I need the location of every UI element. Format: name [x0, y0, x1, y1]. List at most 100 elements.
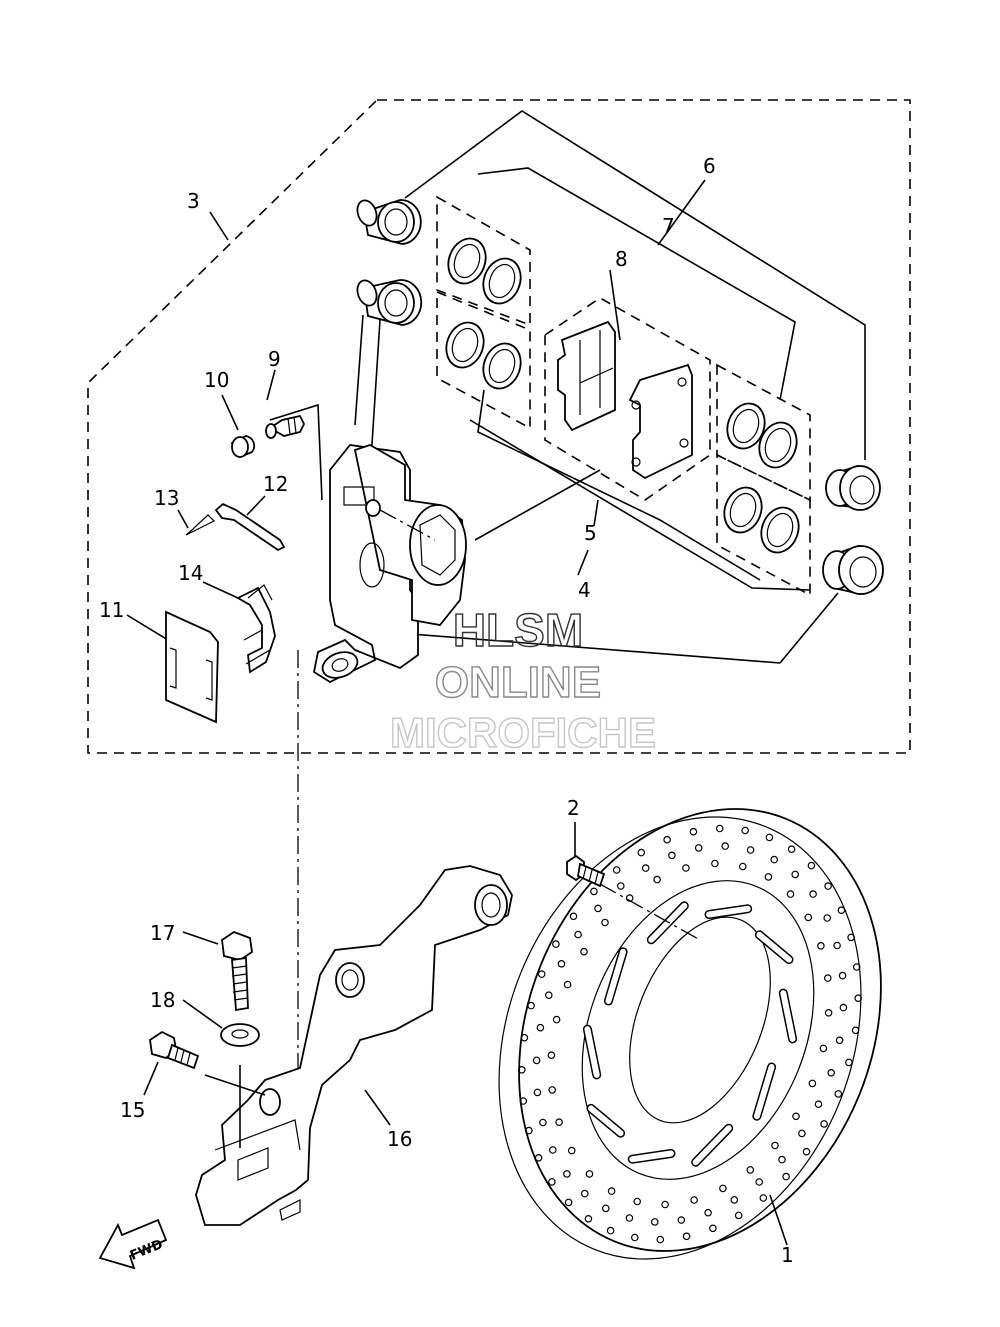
- disc-hole: [823, 974, 832, 982]
- disc-hole: [656, 1235, 665, 1244]
- watermark-line-1: HLSM: [453, 604, 583, 656]
- disc-hole: [834, 1090, 843, 1098]
- disc-hole: [715, 824, 724, 833]
- disc-hole: [802, 1147, 811, 1156]
- disc-hole: [569, 912, 578, 921]
- callout-17: 17: [150, 921, 175, 945]
- bleed-screw: [265, 414, 306, 439]
- callout-16: 16: [387, 1127, 412, 1151]
- disc-hole: [548, 1178, 556, 1186]
- disc-slot: [648, 902, 688, 943]
- callout-6: 6: [703, 154, 716, 178]
- pad-pin: [214, 502, 286, 552]
- disc-hole: [552, 1015, 561, 1024]
- disc-slot: [588, 1105, 624, 1137]
- disc-hole: [719, 1184, 727, 1193]
- pad-spring: [236, 584, 276, 674]
- disc-hole: [668, 851, 676, 860]
- disc-hole: [809, 890, 817, 898]
- disc-hole: [746, 1166, 755, 1174]
- disc-slot: [605, 948, 627, 1004]
- disc-hole: [580, 947, 588, 956]
- disc-hole: [574, 930, 582, 939]
- disc-hole: [519, 1097, 528, 1105]
- disc-hole: [852, 963, 861, 971]
- disc-hole: [833, 941, 841, 950]
- disc-slot: [756, 931, 792, 963]
- disc-hole: [851, 1026, 860, 1035]
- disc-hole: [547, 1051, 556, 1060]
- disc-hole: [539, 1118, 547, 1127]
- disc-hole: [820, 1120, 828, 1128]
- disc-hole: [765, 833, 774, 842]
- disc-hole: [653, 875, 661, 884]
- disc-hole: [827, 1069, 836, 1077]
- disc-slot: [629, 1150, 674, 1163]
- disc-hole: [854, 994, 863, 1003]
- disc-hole: [537, 970, 546, 978]
- disc-hole: [711, 859, 719, 868]
- disc-hole: [694, 844, 703, 852]
- disc-hole: [536, 1023, 545, 1032]
- disc-hole: [663, 835, 671, 844]
- disc-slot: [753, 1064, 775, 1120]
- disc-hole: [839, 1003, 848, 1012]
- callout-5: 5: [584, 521, 597, 545]
- callout-10: 10: [204, 368, 229, 392]
- disc-hole: [532, 1056, 541, 1065]
- disc-vent-holes: [517, 824, 863, 1244]
- disc-hole: [557, 959, 566, 968]
- disc-hole: [677, 1216, 686, 1224]
- disc-hole: [601, 1204, 610, 1213]
- callout-12: 12: [263, 472, 288, 496]
- callout-13: 13: [154, 486, 179, 510]
- disc-hole: [625, 1214, 634, 1222]
- callout-numbers: 1 2 3 4 5 6 7 8 9 10 11 12 13 14 15 16 1…: [99, 154, 794, 1267]
- disc-hole: [525, 1126, 533, 1135]
- disc-hole: [590, 887, 598, 896]
- piston-top-right: [825, 465, 881, 511]
- disc-hole: [792, 1112, 800, 1121]
- callout-11: 11: [99, 598, 124, 622]
- disc-hole: [534, 1154, 543, 1162]
- disc-hole: [823, 914, 832, 922]
- disc-leaders: [574, 822, 788, 1246]
- disc-hole: [650, 1218, 659, 1226]
- disc-hole: [567, 1146, 576, 1155]
- disc-hole: [563, 980, 572, 989]
- disc-hole: [786, 890, 795, 898]
- disc-slot: [584, 1026, 600, 1078]
- brake-disc: [498, 808, 882, 1260]
- callout-15: 15: [120, 1098, 145, 1122]
- disc-hole: [704, 1208, 712, 1217]
- callout-2: 2: [567, 796, 580, 820]
- disc-hole: [791, 870, 800, 879]
- callout-9: 9: [268, 347, 281, 371]
- disc-hole: [630, 1233, 639, 1242]
- disc-hole: [661, 1200, 669, 1209]
- callout-18: 18: [150, 988, 175, 1012]
- disc-hole: [637, 848, 646, 857]
- disc-hole: [824, 882, 832, 890]
- watermark-line-2: ONLINE: [435, 658, 601, 707]
- disc-hole: [787, 845, 796, 854]
- disc-hole: [764, 873, 773, 881]
- bleed-screw-cap: [230, 435, 255, 459]
- disc-hole: [563, 1170, 571, 1178]
- disc-slot: [780, 990, 796, 1042]
- piston-top-left: [356, 199, 422, 245]
- disc-hole: [755, 1178, 764, 1186]
- disc-hole: [548, 1146, 557, 1154]
- disc-hole: [689, 827, 698, 836]
- disc-slots: [582, 901, 798, 1167]
- disc-hole: [585, 1170, 594, 1178]
- disc-hole: [759, 1194, 768, 1202]
- watermark: HLSM ONLINE MICROFICHE: [389, 603, 656, 756]
- disc-hole: [837, 906, 846, 915]
- callout-7: 7: [662, 214, 675, 238]
- washer: [220, 1023, 260, 1047]
- disc-hole: [527, 1001, 535, 1010]
- disc-hole: [835, 1036, 844, 1045]
- disc-hole: [845, 1058, 853, 1067]
